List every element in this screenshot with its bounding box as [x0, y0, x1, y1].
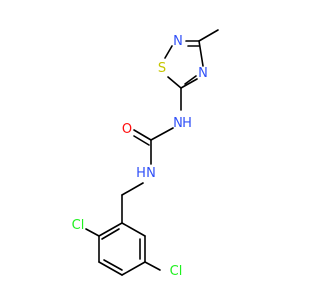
bond-ring-6: [121, 222, 146, 237]
bond-n4-c3: [198, 40, 204, 67]
atom-cl-bottom: Cl: [170, 264, 183, 279]
atom-labels: S N N N H O N H Cl Cl: [72, 34, 208, 279]
bonds: [85, 29, 219, 276]
bond-nh-ch2: [121, 182, 144, 196]
atom-n2: N: [173, 34, 183, 49]
atom-h-upper: H: [182, 116, 192, 131]
bond-carbonyl-o: [133, 129, 152, 141]
atom-h-lower: H: [136, 166, 146, 181]
atom-cl-top: Cl: [72, 218, 85, 233]
bond-ring-3: [98, 261, 123, 276]
atom-s1: S: [158, 61, 166, 76]
bond-n2-s1: [164, 45, 173, 59]
structure-canvas: S N N N H O N H Cl Cl: [72, 29, 219, 279]
atom-nh-upper: N: [173, 116, 183, 131]
bond-ring-4: [121, 261, 146, 276]
bond-ring-1-inner: [101, 228, 120, 240]
atom-nh-lower: N: [146, 166, 156, 181]
bond-c5-n4-double: [184, 75, 197, 85]
bond-ring-1: [98, 222, 123, 237]
bond-methyl: [198, 29, 219, 42]
bond-nh-carbonyl: [150, 127, 174, 141]
atom-n4: N: [198, 66, 208, 81]
atom-oxygen: O: [122, 122, 132, 137]
molecule-drawing: S N N N H O N H Cl Cl: [72, 29, 219, 279]
bond-ring-3-inner: [103, 259, 123, 271]
bond-cl-bottom: [144, 261, 161, 271]
bond-carbonyl-o-double: [133, 135, 150, 146]
bond-c5-n4: [180, 78, 198, 89]
bond-cl-top: [85, 228, 100, 237]
bond-s1-c5: [167, 76, 182, 89]
